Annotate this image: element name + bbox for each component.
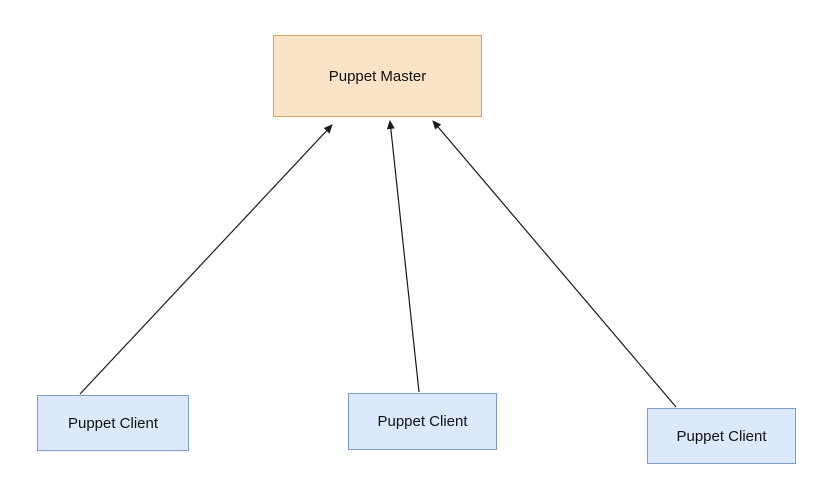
arrow-client-3-to-master	[432, 120, 677, 408]
puppet-client-node-3: Puppet Client	[647, 408, 796, 464]
puppet-client-label-1: Puppet Client	[67, 414, 159, 432]
puppet-master-label: Puppet Master	[328, 67, 427, 85]
puppet-client-node-2: Puppet Client	[348, 393, 497, 450]
arrow-client-2-to-master	[386, 120, 420, 393]
puppet-client-node-1: Puppet Client	[37, 395, 189, 451]
puppet-master-node: Puppet Master	[273, 35, 482, 117]
puppet-client-label-3: Puppet Client	[676, 427, 767, 445]
arrow-client-1-to-master	[79, 124, 333, 395]
puppet-client-label-2: Puppet Client	[377, 413, 468, 430]
